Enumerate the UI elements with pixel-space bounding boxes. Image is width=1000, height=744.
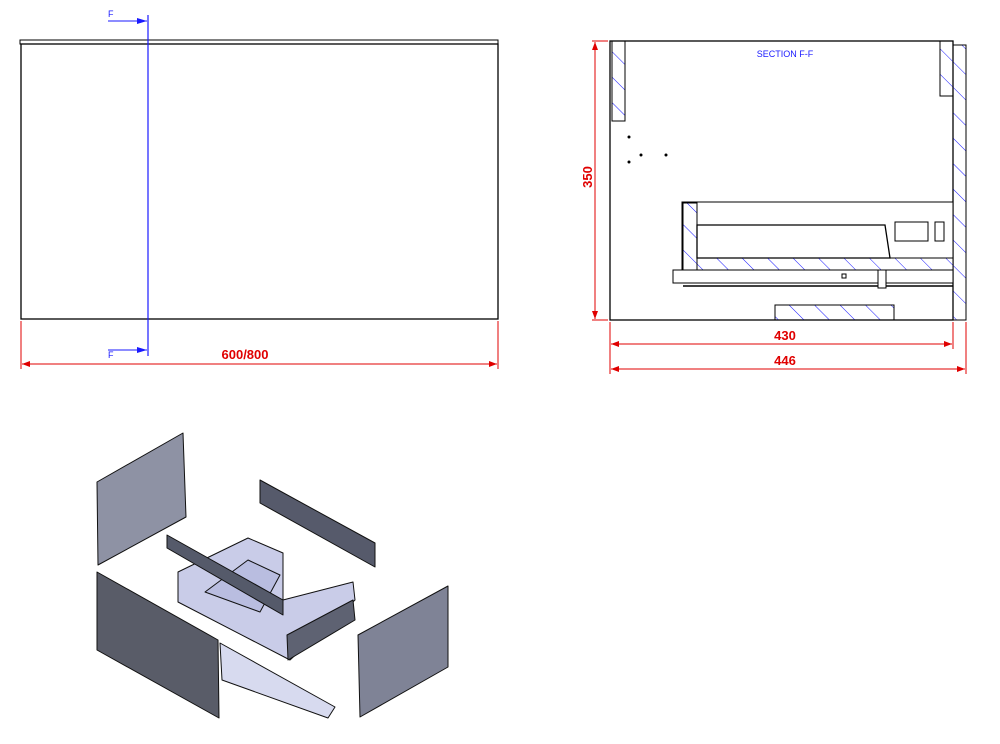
section-view: SECTION F-F 350 430 446 (580, 40, 967, 374)
width-dimension: 600/800 (222, 347, 269, 362)
section-marker-top: F (108, 9, 114, 19)
inner-depth-dimension: 430 (774, 328, 796, 343)
front-panel (96, 571, 220, 719)
side-panel-left (96, 432, 187, 566)
section-title: SECTION F-F (757, 49, 814, 59)
front-view: F F 600/800 (19, 9, 499, 369)
side-panel-right (357, 585, 449, 718)
cross-rail (166, 534, 284, 616)
outer-depth-dimension: 446 (774, 353, 796, 368)
exploded-view (96, 432, 449, 719)
drawer-front (286, 599, 356, 661)
back-rail (259, 479, 376, 568)
drawer-section (672, 201, 954, 289)
bottom-plank (219, 642, 336, 719)
section-marker-bottom: F (108, 350, 114, 360)
height-dimension: 350 (580, 166, 595, 188)
